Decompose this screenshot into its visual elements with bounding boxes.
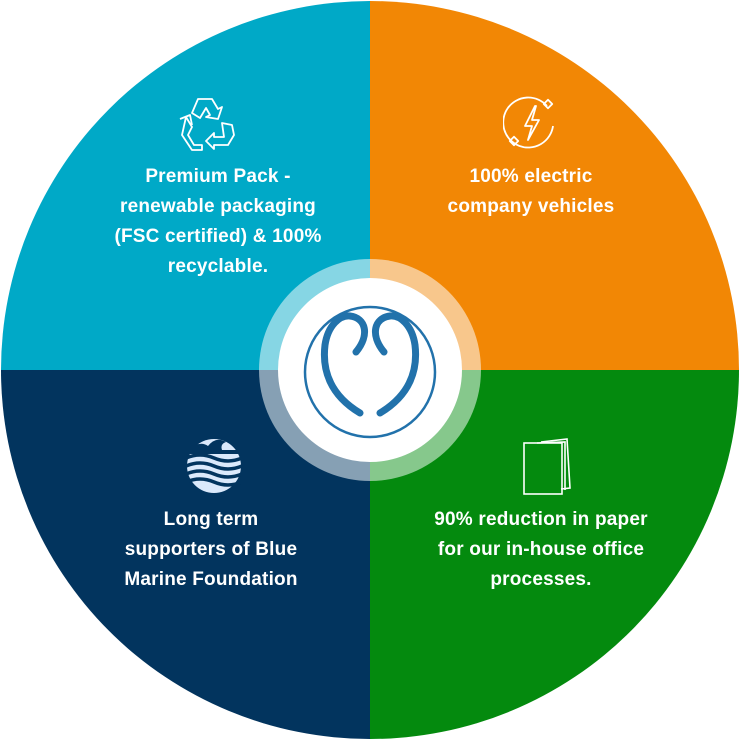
- text-line: 90% reduction in paper: [434, 509, 648, 530]
- text-line: (FSC certified) & 100%: [114, 226, 322, 247]
- text-line: renewable packaging: [120, 196, 316, 217]
- electric-plug-bolt-icon: [503, 96, 554, 149]
- text-line: Marine Foundation: [124, 569, 298, 590]
- center-disc: [278, 278, 462, 462]
- vehicles-text: 100% electric company vehicles: [381, 162, 681, 222]
- text-line: supporters of Blue: [124, 539, 298, 560]
- logo-icon: [303, 305, 437, 439]
- blue-marine-waves-icon: [186, 439, 242, 493]
- text-line: recyclable.: [167, 256, 269, 277]
- text-line: 100% electric: [469, 166, 593, 187]
- text-line: for our in-house office: [437, 539, 645, 560]
- text-line: Long term: [163, 509, 259, 530]
- packaging-text: Premium Pack - renewable packaging (FSC …: [68, 162, 368, 282]
- paper-text: 90% reduction in paper for our in-house …: [391, 505, 691, 595]
- text-line: Premium Pack -: [145, 166, 291, 187]
- recycle-icon: [179, 98, 235, 151]
- text-line: processes.: [490, 569, 592, 590]
- paper-sheets-icon: [523, 438, 571, 495]
- text-line: company vehicles: [447, 196, 615, 217]
- marine-text: Long term supporters of Blue Marine Foun…: [61, 505, 361, 595]
